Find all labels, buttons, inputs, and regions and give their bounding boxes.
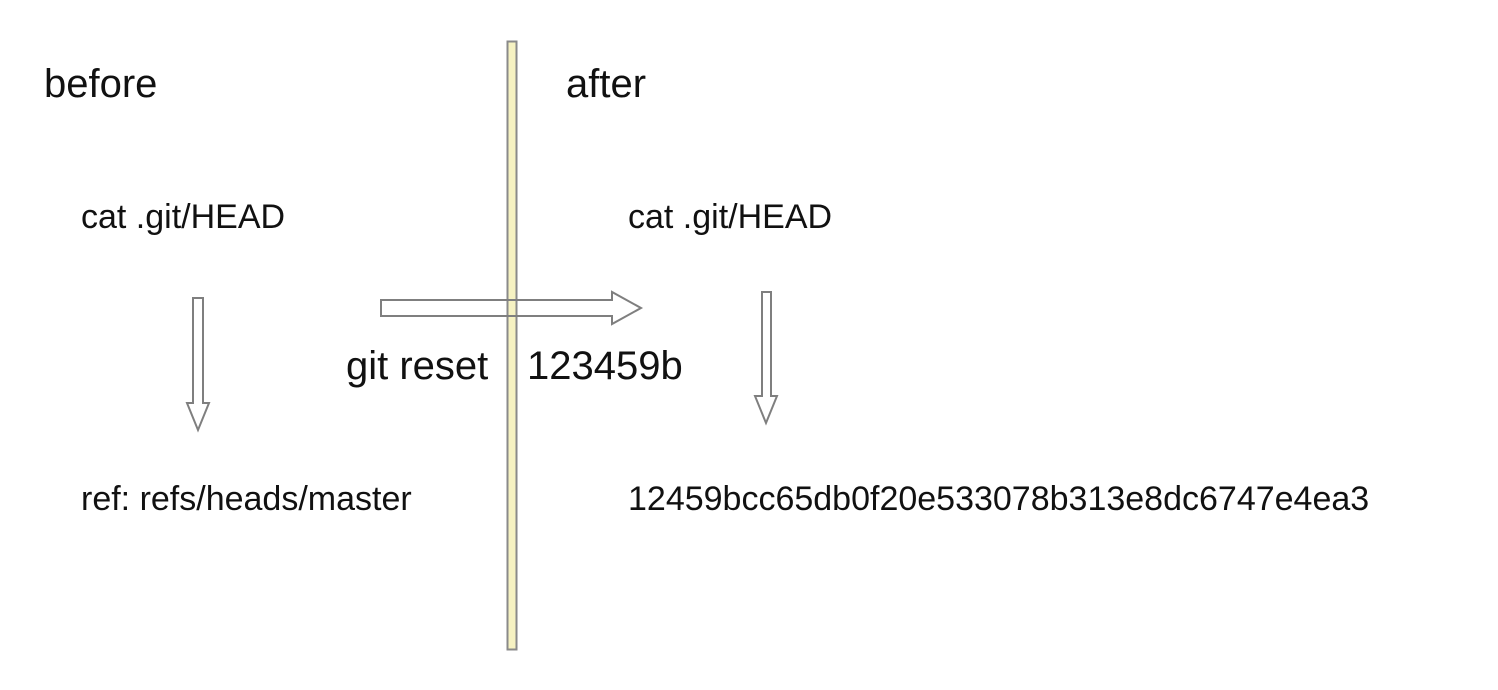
after-command-text: cat .git/HEAD [628, 198, 833, 236]
after-heading: after [566, 62, 647, 106]
action-command-text: git reset [346, 344, 489, 388]
before-command-text: cat .git/HEAD [81, 198, 286, 236]
after-output-text: 12459bcc65db0f20e533078b313e8dc6747e4ea3 [628, 480, 1370, 518]
transition-right-arrow [380, 290, 644, 326]
divider-bar [506, 40, 518, 651]
before-down-arrow [185, 297, 211, 433]
before-output-text: ref: refs/heads/master [81, 480, 412, 518]
after-down-arrow [753, 291, 779, 426]
before-heading: before [44, 62, 158, 106]
action-commit-text: 123459b [527, 344, 683, 388]
